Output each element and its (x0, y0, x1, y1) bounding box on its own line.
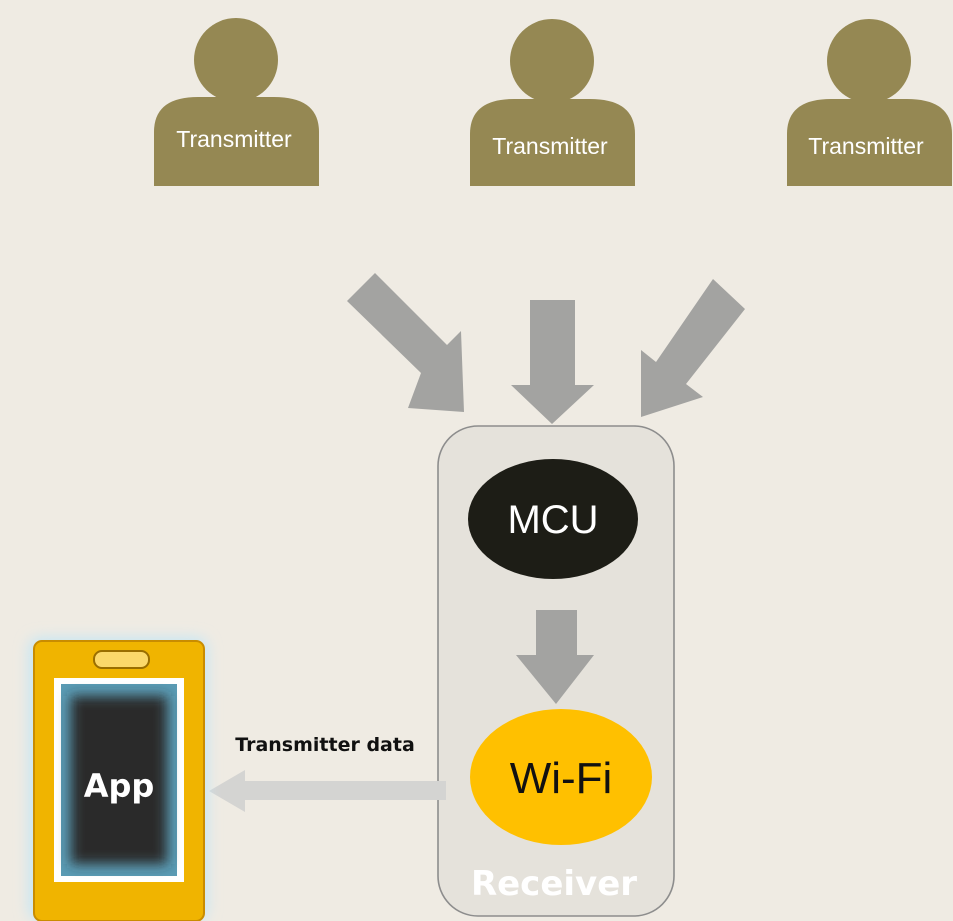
transmitter-node: Transmitter (787, 19, 952, 186)
app-label: App (84, 767, 155, 805)
transmitter-label: Transmitter (492, 133, 608, 159)
transmitter-label: Transmitter (176, 126, 292, 152)
wifi-label: Wi-Fi (510, 754, 613, 803)
arrow-receiver-to-app (209, 770, 446, 812)
person-icon-head (827, 19, 911, 103)
transmitter-label: Transmitter (808, 133, 924, 159)
phone-speaker (93, 650, 150, 669)
arrow-transmitter-to-receiver (641, 279, 745, 417)
transmitter-node: Transmitter (154, 18, 319, 186)
person-icon-head (510, 19, 594, 103)
person-icon-head (194, 18, 278, 102)
mcu-label: MCU (507, 498, 598, 542)
person-icon-body (470, 99, 635, 186)
arrow-transmitter-to-receiver (347, 273, 464, 412)
phone-screen-inner (71, 696, 167, 864)
edge-label: Transmitter data (235, 734, 415, 756)
person-icon-body (154, 97, 319, 186)
app-device: App (29, 638, 207, 921)
arrow-mcu-to-wifi (516, 610, 594, 704)
arrow-transmitter-to-receiver (511, 300, 594, 424)
wifi-module (470, 709, 652, 845)
receiver-label: Receiver (471, 864, 637, 904)
transmitter-node: Transmitter (470, 19, 635, 186)
mcu-chip (468, 459, 638, 579)
person-icon-body (787, 99, 952, 186)
receiver-unit: MCU Wi-Fi Receiver (437, 425, 675, 917)
